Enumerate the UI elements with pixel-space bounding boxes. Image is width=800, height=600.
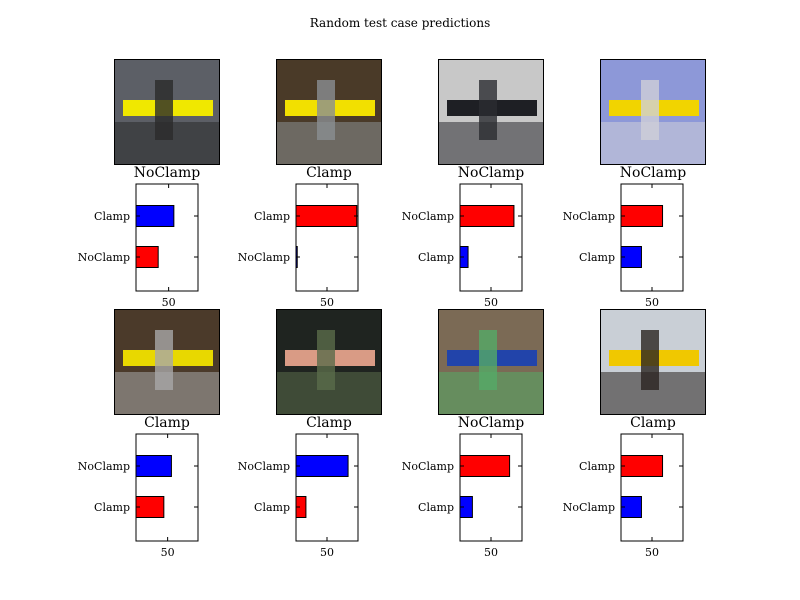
test-photo-yellow-clamp-with-black-hoses [600,309,706,415]
category-tick-label: NoClamp [238,460,290,473]
x-tick-label: 50 [645,546,659,559]
true-label: Clamp [306,415,352,431]
category-tick-label: NoClamp [78,251,130,264]
true-label: NoClamp [457,415,525,431]
category-tick-label: NoClamp [402,210,454,223]
test-photo-yellow-clamp-on-pavement [114,59,220,165]
axes-frame [620,183,684,292]
bar-clamp [135,496,165,518]
prediction-chart-2: NoClamp Clamp 50 [238,183,359,309]
axes-frame [620,433,684,542]
category-tick-label: NoClamp [78,460,130,473]
axes-frame [135,433,199,542]
true-label: NoClamp [619,165,687,181]
x-tick-label: 50 [484,546,498,559]
bar-noclamp [459,205,515,227]
prediction-chart-8: NoClamp Clamp 50 [563,433,684,559]
category-tick-label: Clamp [254,501,290,514]
prediction-chart-3: Clamp NoClamp 50 [402,183,523,309]
category-tick-label: NoClamp [563,501,615,514]
test-photo-yellow-pipe-in-soil-with-stand [276,59,382,165]
prediction-chart-6: Clamp NoClamp 50 [238,433,359,559]
true-label: Clamp [306,165,352,181]
category-tick-label: Clamp [579,251,615,264]
bar-noclamp [135,455,172,477]
x-tick-label: 50 [320,296,334,309]
category-tick-label: NoClamp [238,251,290,264]
category-tick-label: Clamp [94,210,130,223]
prediction-chart-7: Clamp NoClamp 50 [402,433,523,559]
category-tick-label: NoClamp [563,210,615,223]
category-tick-label: Clamp [418,501,454,514]
prediction-chart-1: NoClamp Clamp 50 [78,183,199,309]
true-label: Clamp [144,415,190,431]
category-tick-label: NoClamp [402,460,454,473]
bar-clamp [135,205,175,227]
axes-frame [135,183,199,292]
category-tick-label: Clamp [579,460,615,473]
x-tick-label: 50 [320,546,334,559]
test-photo-yellow-pipe-on-white-sheet [600,59,706,165]
true-label: NoClamp [457,165,525,181]
bar-noclamp [295,455,349,477]
bar-noclamp [620,205,664,227]
test-photo-cables-and-measuring-tape [276,309,382,415]
x-tick-label: 50 [484,296,498,309]
true-label: NoClamp [133,165,201,181]
bar-noclamp [459,455,511,477]
figure-title: Random test case predictions [309,16,491,30]
test-photo-blue-coupling-in-trench [438,309,544,415]
axes-frame [459,433,523,542]
x-tick-label: 50 [645,296,659,309]
x-tick-label: 50 [162,296,176,309]
bar-clamp [620,455,664,477]
category-tick-label: Clamp [254,210,290,223]
x-tick-label: 50 [161,546,175,559]
axes-frame [459,183,523,292]
axes-frame [295,183,359,292]
test-photo-clamp-with-metal-bracket [114,309,220,415]
prediction-chart-4: Clamp NoClamp 50 [563,183,684,309]
test-photo-black-pipe-fitting [438,59,544,165]
true-label: Clamp [630,415,676,431]
category-tick-label: Clamp [94,501,130,514]
category-tick-label: Clamp [418,251,454,264]
prediction-chart-5: Clamp NoClamp 50 [78,433,199,559]
axes-frame [295,433,359,542]
bar-clamp [295,205,358,227]
